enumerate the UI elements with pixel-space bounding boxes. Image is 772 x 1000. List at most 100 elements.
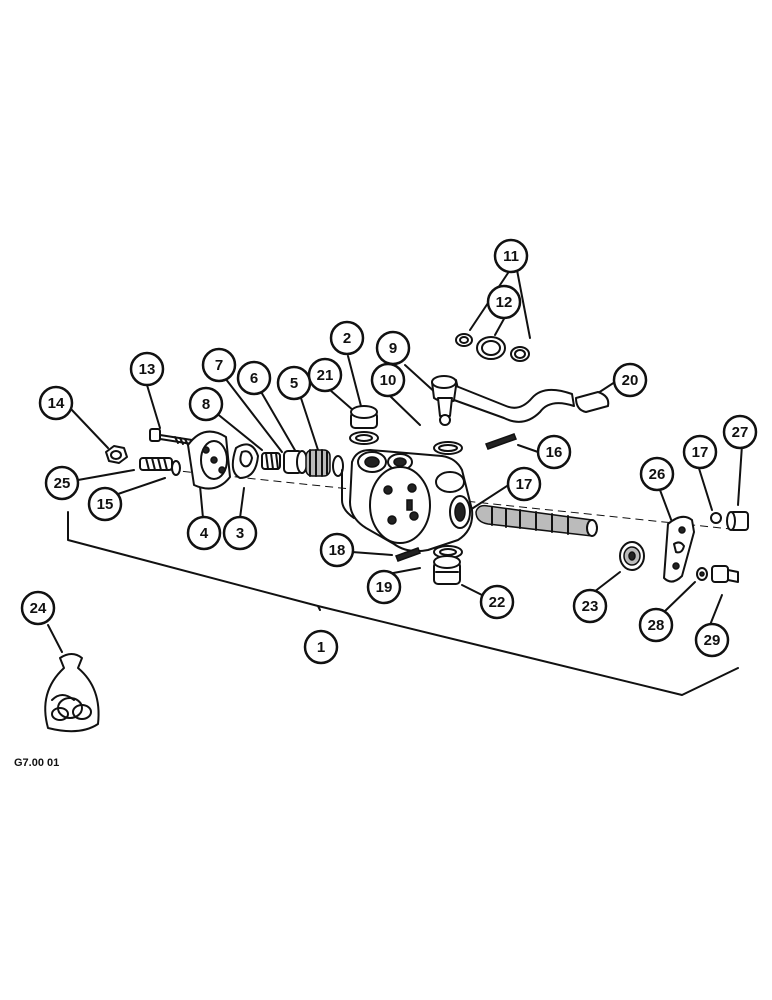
callout-circle [129,351,165,387]
part-bracket-plate [663,515,695,583]
part-o-ring-top [433,441,463,455]
callout-17: 17 [506,466,542,502]
part-pin-lower [395,547,421,562]
part-lever [431,375,575,426]
part-adjusting-screw [139,457,181,476]
callout-number: 18 [329,542,346,559]
callout-1: 1 [303,629,339,665]
callout-number: 5 [290,375,298,392]
callout-21: 21 [307,357,343,393]
part-lever-knob [575,391,610,413]
callout-circle [639,456,675,492]
callout-number: 3 [236,525,244,542]
callout-circle [694,622,730,658]
part-plug-right [710,511,749,531]
callout-circle [201,347,237,383]
callout-number: 23 [582,598,599,615]
callout-number: 17 [516,476,533,493]
callout-12: 12 [486,284,522,320]
callout-5: 5 [276,365,312,401]
callout-circle [506,466,542,502]
callout-number: 2 [343,330,351,347]
callout-number: 6 [250,370,258,387]
callout-number: 21 [317,367,334,384]
callout-29: 29 [694,622,730,658]
callout-19: 19 [366,569,402,605]
drawing-code: G7.00 01 [14,757,59,769]
callout-number: 24 [30,600,47,617]
callout-circle [370,362,406,398]
callout-circle [638,607,674,643]
callout-number: 17 [692,444,709,461]
callout-circle [236,360,272,396]
callout-23: 23 [572,588,608,624]
part-bottom-plug [433,545,463,585]
callout-number: 10 [380,372,397,389]
callout-20: 20 [612,362,648,398]
callout-15: 15 [87,486,123,522]
callout-circle [303,629,339,665]
callout-circle [20,590,56,626]
callout-circle [479,584,515,620]
callout-number: 16 [546,444,563,461]
callout-number: 11 [503,248,519,265]
callout-4: 4 [186,515,222,551]
part-valve-body [341,449,474,553]
part-seal-rings [455,333,530,362]
callout-8: 8 [188,386,224,422]
part-seal-kit-bag [44,653,100,733]
part-end-cover [187,430,231,490]
callout-24: 24 [20,590,56,626]
callout-circle [722,414,758,450]
leader-lines [47,269,743,653]
part-gasket [231,443,259,479]
callout-11: 11 [493,238,529,274]
callout-number: 22 [489,594,506,611]
callout-number: 29 [704,632,721,649]
callout-3: 3 [222,515,258,551]
callout-circle [572,588,608,624]
callout-number: 13 [139,361,156,378]
callout-circle [186,515,222,551]
callout-22: 22 [479,584,515,620]
callout-circle [307,357,343,393]
part-bolt-right [696,565,739,583]
callout-circle [329,320,365,356]
callout-14: 14 [38,385,74,421]
callout-10: 10 [370,362,406,398]
callout-27: 27 [722,414,758,450]
callout-circle [87,486,123,522]
callout-number: 28 [648,617,665,634]
callout-17: 17 [682,434,718,470]
callout-number: 27 [732,424,749,441]
callout-number: 14 [48,395,65,412]
part-bolt [149,428,193,446]
callout-number: 8 [202,396,210,413]
callout-circle [612,362,648,398]
callout-circle [536,434,572,470]
part-spring-stack [261,449,344,477]
callout-9: 9 [375,330,411,366]
callout-number: 12 [496,294,513,311]
callout-circle [188,386,224,422]
callout-circle [682,434,718,470]
callout-2: 2 [329,320,365,356]
assembly-bracket [67,511,739,696]
callout-number: 19 [376,579,393,596]
part-top-plug [349,405,379,445]
callout-28: 28 [638,607,674,643]
callout-number: 7 [215,357,223,374]
callout-number: 26 [649,466,666,483]
callout-number: 15 [97,496,114,513]
part-valve-spool [475,504,598,537]
callout-number: 9 [389,340,397,357]
part-nut [105,445,128,464]
callout-circle [486,284,522,320]
callout-circle [366,569,402,605]
callout-circle [44,465,80,501]
callout-number: 25 [54,475,71,492]
callout-13: 13 [129,351,165,387]
